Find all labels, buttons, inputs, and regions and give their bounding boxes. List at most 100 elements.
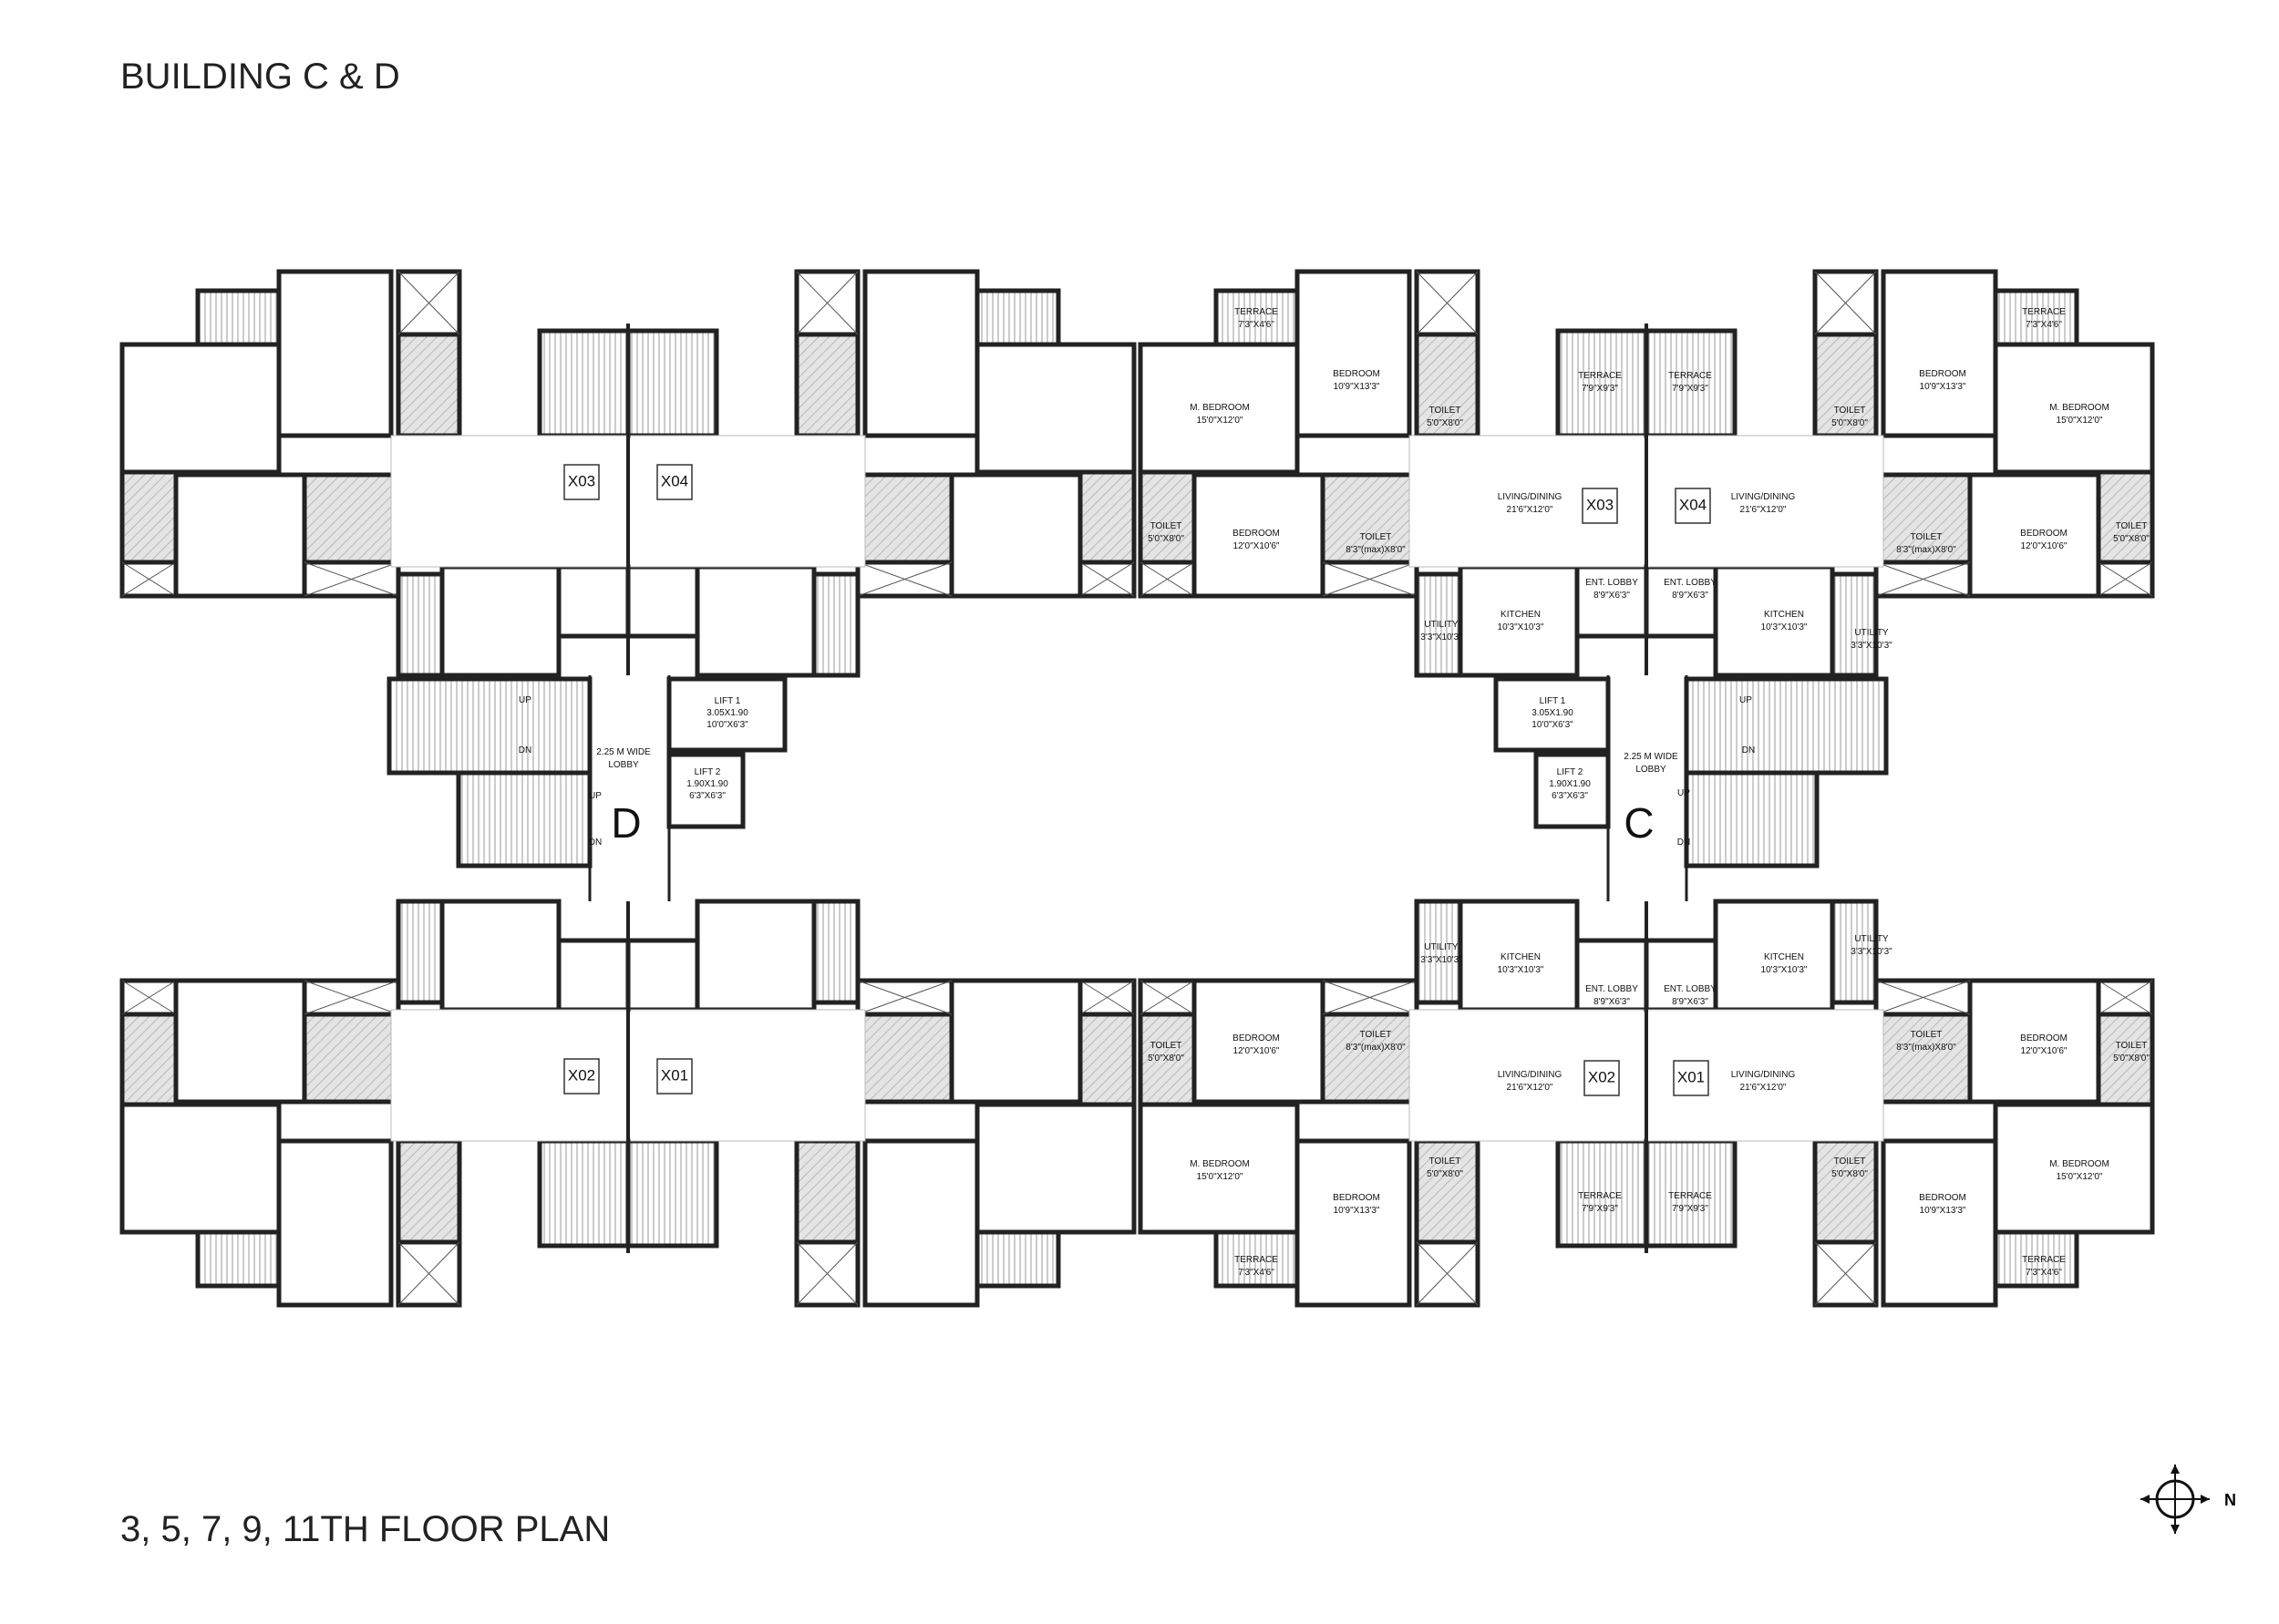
room-room <box>695 899 817 1012</box>
unit-number: X03 <box>568 472 595 489</box>
room-room <box>1138 342 1300 475</box>
room-size-label: 7'3"X4'6" <box>2026 320 2062 330</box>
living-room <box>390 435 629 568</box>
toilet-room <box>302 1012 401 1105</box>
room-name-label: TERRACE <box>1578 1191 1622 1201</box>
unit-number: X02 <box>1588 1068 1615 1085</box>
building-letter: D <box>611 799 641 847</box>
room-room <box>173 978 307 1105</box>
unit-number-box <box>1673 1060 1709 1096</box>
terrace-room <box>1993 288 2079 347</box>
terrace-room <box>537 1138 631 1249</box>
unit-number: X04 <box>661 472 688 489</box>
room-size-label: 5'0"X8'0" <box>2113 1054 2150 1064</box>
room-size-label: 7'9"X9'3" <box>1582 1204 1618 1214</box>
room-size-label: 10'9"X13'3" <box>1334 382 1380 392</box>
toilet-room <box>1320 1012 1419 1105</box>
room-name-label: KITCHEN <box>1500 952 1541 962</box>
lift-2-label: 1.90X1.90 <box>686 779 728 789</box>
room-name-label: M. BEDROOM <box>2049 403 2109 413</box>
toilet-room <box>855 472 954 565</box>
room-name-label: UTILITY <box>1854 628 1889 638</box>
lift-1-label: 3.05X1.90 <box>1531 708 1573 718</box>
room-name-label: TOILET <box>1834 1156 1866 1167</box>
room-name-label: UTILITY <box>1424 942 1459 952</box>
lobby-label: LOBBY <box>1635 765 1666 775</box>
room-size-label: 5'0"X8'0" <box>1427 1169 1463 1179</box>
room-size-label: 8'3"(max)X8'0" <box>1896 545 1956 555</box>
room-name-label: TERRACE <box>2022 1255 2066 1265</box>
unit-number-box <box>563 464 600 500</box>
room-name-label: TOILET <box>1150 521 1182 531</box>
lift-2-label: LIFT 2 <box>1557 767 1583 777</box>
room-room <box>1993 342 2155 475</box>
building-title: BUILDING C & D <box>120 57 400 97</box>
room-room <box>439 564 562 678</box>
toilet-room <box>794 1138 861 1245</box>
room-size-label: 7'3"X4'6" <box>2026 1268 2062 1278</box>
room-room <box>949 978 1083 1105</box>
terrace-room <box>195 288 282 347</box>
stair-direction-label: DN <box>1742 745 1755 755</box>
lift-1-label: LIFT 1 <box>715 696 741 706</box>
room-name-label: BEDROOM <box>1919 369 1966 379</box>
lift-2-label: 1.90X1.90 <box>1549 779 1591 789</box>
compass-icon <box>2140 1465 2210 1534</box>
stair-direction-label: DN <box>519 745 531 755</box>
building-letter: C <box>1624 799 1654 847</box>
room-size-label: 5'0"X8'0" <box>1831 418 1868 428</box>
lift-1-label: LIFT 1 <box>1540 696 1566 706</box>
room-name-label: TOILET <box>1834 406 1866 416</box>
room-size-label: 3'3"X10'3" <box>1420 955 1462 965</box>
terrace-room <box>1213 288 1300 347</box>
terrace-room <box>1414 571 1463 678</box>
room-size-label: 10'9"X13'3" <box>1920 382 1966 392</box>
toilet-room <box>1078 469 1137 565</box>
lift-2-label: LIFT 2 <box>695 767 721 777</box>
room-room <box>1294 1138 1412 1308</box>
room-room <box>1967 978 2101 1105</box>
room-name-label: LIVING/DINING <box>1498 492 1562 502</box>
toilet-room <box>2096 469 2155 565</box>
room-size-label: 21'6"X12'0" <box>1507 505 1553 515</box>
toilet-room <box>2096 1012 2155 1107</box>
lift-2-label: 6'3"X6'3" <box>1552 791 1588 801</box>
room-room <box>1993 1102 2155 1235</box>
room-size-label: 15'0"X12'0" <box>1197 416 1243 426</box>
terrace-room <box>1414 899 1463 1005</box>
room-name-label: BEDROOM <box>2020 529 2068 539</box>
room-name-label: LIVING/DINING <box>1731 492 1796 502</box>
lobby-label: 2.25 M WIDE <box>1624 752 1678 762</box>
toilet-room <box>794 332 861 438</box>
room-room <box>949 472 1083 599</box>
stair-direction-label: UP <box>519 695 531 705</box>
room-name-label: ENT. LOBBY <box>1585 984 1638 994</box>
floor-plan-title: 3, 5, 7, 9, 11TH FLOOR PLAN <box>120 1509 610 1549</box>
terrace-room <box>975 1229 1061 1289</box>
room-size-label: 8'3"(max)X8'0" <box>1346 1043 1406 1053</box>
room-name-label: TERRACE <box>1234 1255 1278 1265</box>
terrace-room <box>396 571 445 678</box>
room-name-label: KITCHEN <box>1500 610 1541 620</box>
room-room <box>666 676 788 753</box>
room-size-label: 5'0"X8'0" <box>1148 534 1184 544</box>
room-name-label: BEDROOM <box>1333 1193 1380 1203</box>
terrace-room <box>1644 1138 1738 1249</box>
room-room <box>862 1138 980 1308</box>
room-room <box>1881 1138 1998 1308</box>
room-size-label: 21'6"X12'0" <box>1740 505 1787 515</box>
room-room <box>276 1138 394 1308</box>
room-name-label: M. BEDROOM <box>1190 1159 1250 1169</box>
toilet-room <box>119 469 179 565</box>
room-size-label: 8'9"X6'3" <box>1593 997 1630 1007</box>
unit-number-box <box>1583 1060 1620 1096</box>
terrace-room <box>1213 1229 1300 1289</box>
toilet-room <box>1414 1138 1480 1245</box>
room-size-label: 21'6"X12'0" <box>1507 1083 1553 1093</box>
room-size-label: 15'0"X12'0" <box>1197 1172 1243 1182</box>
unit-number: X04 <box>1679 496 1707 513</box>
room-room <box>1533 752 1611 829</box>
compass-north-label: N <box>2224 1491 2236 1509</box>
room-room <box>625 564 700 639</box>
room-name-label: TOILET <box>2116 521 2148 531</box>
